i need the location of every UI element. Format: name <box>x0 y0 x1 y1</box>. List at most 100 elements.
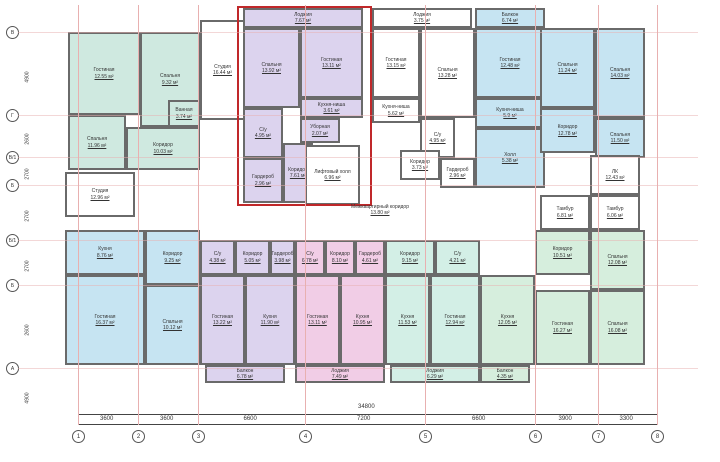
room-area: 4.95 м² <box>254 133 272 139</box>
room-name: Кухня <box>263 313 277 320</box>
room-area: 9.15 м² <box>401 257 419 264</box>
room-area: 11.90 м² <box>260 320 280 326</box>
axis-marker: 1 <box>72 430 85 443</box>
room-area: 12.05 м² <box>497 320 517 326</box>
room-area: 9.25 м² <box>164 257 181 264</box>
room-name: Студия <box>214 63 231 70</box>
room-name: Коридор <box>288 166 308 173</box>
room-area: 4.95 м² <box>429 138 446 144</box>
room-area: 4.61 м² <box>361 257 379 264</box>
dimension-label: 3900 <box>558 416 572 422</box>
room-area: 13.28 м² <box>437 73 457 79</box>
grid-line <box>598 5 599 425</box>
room-name: Спальня <box>607 321 628 327</box>
room-name: Спальня <box>607 253 628 260</box>
dimension-label: 6600 <box>243 416 257 422</box>
dimension-label: 6600 <box>472 416 486 422</box>
room-name: Балкон <box>236 367 254 374</box>
room-name: Ванная <box>175 107 193 113</box>
axis-marker: 6 <box>529 430 542 443</box>
grid-line <box>78 5 79 425</box>
room-area: 13.22 м² <box>212 320 232 326</box>
room-name: Гостиная <box>93 67 115 73</box>
room-name: Кухня-ниша <box>496 106 524 113</box>
room-area: 5.62 м² <box>387 110 405 117</box>
room-name: Коридор <box>400 251 420 257</box>
room-name: Лифтовый холл <box>314 168 351 175</box>
room-name: Тамбур <box>556 206 574 212</box>
room-name: Гардероб <box>446 166 469 173</box>
axis-marker: 8 <box>651 430 664 443</box>
room-name: Спальня <box>261 61 282 68</box>
room-area: 12.48 м² <box>500 63 520 69</box>
room-area: 7.49 м² <box>331 374 349 380</box>
axis-marker: 4 <box>299 430 312 443</box>
room-area: 9.32 м² <box>161 79 179 86</box>
room-name: Лоджия <box>413 11 431 18</box>
room-name: Кухня <box>355 313 370 320</box>
room-area: 3.61 м² <box>323 108 340 114</box>
room-area: 10.95 м² <box>352 320 372 326</box>
room-name: Коридор <box>242 251 263 257</box>
room-area: 11.96 м² <box>87 142 107 149</box>
room-area: 10.03 м² <box>153 148 173 155</box>
grid-line <box>305 5 306 425</box>
room-name: Гардероб <box>359 251 381 257</box>
room-area: 3.73 м² <box>411 165 429 171</box>
room-area: 5.9 м² <box>503 113 517 119</box>
room-name: Спальня <box>159 73 181 79</box>
room-name: ЛК <box>611 168 619 175</box>
dimension-label: 3300 <box>619 416 633 422</box>
room-area: 13.11 м² <box>308 320 327 326</box>
room-area: 4.21 м² <box>449 257 466 264</box>
total-dim-line <box>78 414 658 415</box>
room-area: 2.96 м² <box>254 180 272 187</box>
room-name: С/у <box>453 251 462 257</box>
room-area: 6.06 м² <box>606 212 624 219</box>
room-area: 6.96 м² <box>324 175 341 181</box>
room-area: 13.11 м² <box>322 63 341 69</box>
room-area: 16.44 м² <box>212 70 232 76</box>
room-area: 12.96 м² <box>90 194 110 201</box>
room-name: Спальня <box>437 66 458 73</box>
room-name: Балкон <box>501 11 519 18</box>
grid-line <box>425 5 426 425</box>
room-area: 5.38 м² <box>501 158 519 164</box>
dimension-label: 2600 <box>24 133 31 145</box>
axis-marker: 3 <box>192 430 205 443</box>
room-area: 10.12 м² <box>162 325 182 331</box>
room-area: 3.74 м² <box>175 113 193 120</box>
room-area: 16.37 м² <box>95 320 115 326</box>
room-area: 2.07 м² <box>311 130 329 137</box>
room-name: Гостиная <box>307 313 328 320</box>
room-name: Кухня-ниша <box>317 101 346 108</box>
room-area: 6.29 м² <box>426 374 444 380</box>
room-area: 3.98 м² <box>274 257 291 264</box>
room-area: 12.94 м² <box>445 320 465 326</box>
